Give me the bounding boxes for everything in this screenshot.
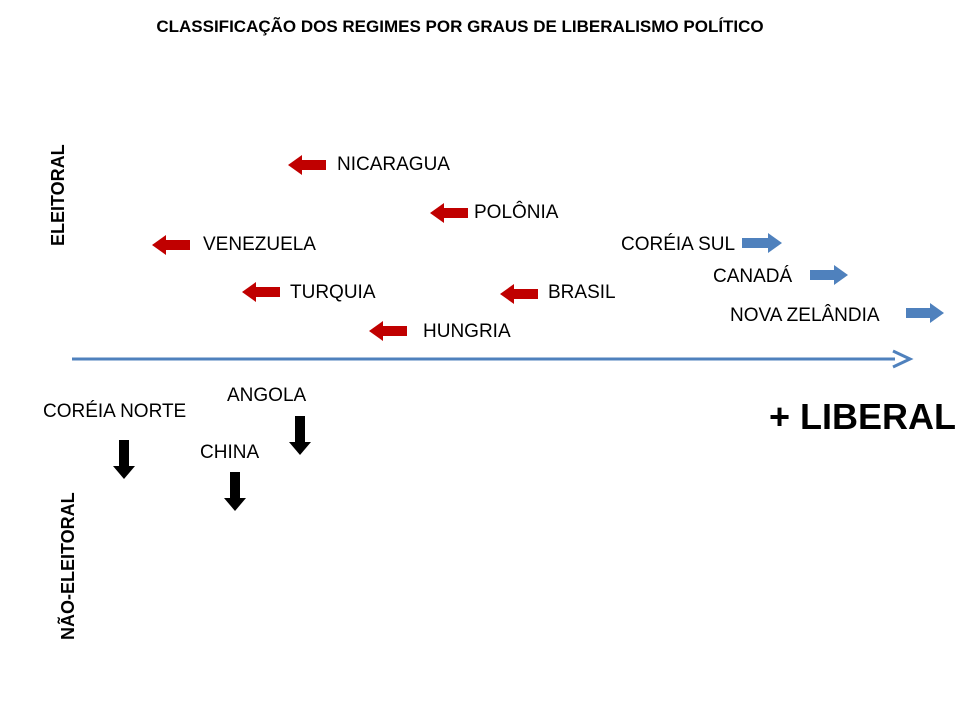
arrow-left-hungria-icon — [369, 321, 407, 341]
arrow-right-nova-zelandia-icon — [906, 303, 944, 323]
country-label-hungria: HUNGRIA — [423, 321, 511, 342]
arrow-left-polonia-icon — [430, 203, 468, 223]
country-label-coreia-norte: CORÉIA NORTE — [43, 401, 187, 422]
country-label-nicaragua: NICARAGUA — [337, 154, 450, 175]
country-label-china: CHINA — [200, 442, 260, 463]
country-label-brasil: BRASIL — [548, 282, 616, 303]
arrow-down-angola-icon — [289, 416, 311, 455]
arrow-right-coreia-sul-icon — [742, 233, 782, 253]
country-label-angola: ANGOLA — [227, 385, 307, 406]
arrow-left-brasil-icon — [500, 284, 538, 304]
country-label-venezuela: VENEZUELA — [203, 234, 316, 255]
country-label-nova-zelandia: NOVA ZELÂNDIA — [730, 305, 880, 326]
country-label-coreia-sul: CORÉIA SUL — [621, 234, 736, 255]
liberal-axis-label: + LIBERAL — [769, 396, 957, 437]
arrow-right-canada-icon — [810, 265, 848, 285]
arrow-down-china-icon — [224, 472, 246, 511]
arrow-left-venezuela-icon — [152, 235, 190, 255]
liberal-axis-arrowhead — [892, 349, 914, 369]
country-label-polonia: POLÔNIA — [474, 202, 559, 223]
country-label-canada: CANADÁ — [713, 266, 793, 287]
country-label-turquia: TURQUIA — [290, 282, 376, 303]
arrow-left-nicaragua-icon — [288, 155, 326, 175]
arrow-left-turquia-icon — [242, 282, 280, 302]
arrow-down-coreia-norte-icon — [113, 440, 135, 479]
diagram-title: CLASSIFICAÇÃO DOS REGIMES POR GRAUS DE L… — [156, 17, 764, 36]
